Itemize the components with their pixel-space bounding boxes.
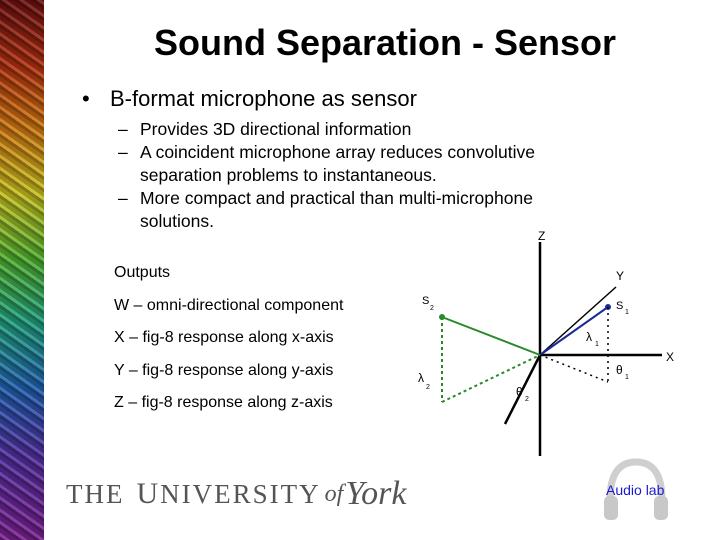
output-item-x: X – fig-8 response along x-axis xyxy=(114,329,334,346)
s1-vector xyxy=(539,306,609,356)
sub-bullet: –Provides 3D directional information xyxy=(118,118,608,141)
logo-niversity: NIVERSITY xyxy=(160,479,321,509)
output-item-y: Y – fig-8 response along y-axis xyxy=(114,361,334,379)
headphones-icon xyxy=(604,458,668,520)
logo-of: of xyxy=(324,480,344,507)
x-axis-negative xyxy=(503,354,542,425)
sub-bullet: –More compact and practical than multi-m… xyxy=(118,187,608,233)
label-theta2: θ xyxy=(516,385,523,399)
sub-bullet-list: –Provides 3D directional information –A … xyxy=(118,118,608,233)
main-bullet: • B-format microphone as sensor xyxy=(82,86,417,112)
decorative-color-strip xyxy=(0,0,44,540)
theta2-line xyxy=(441,354,541,403)
label-z: Z xyxy=(538,229,545,243)
sub-bullet-text: More compact and practical than multi-mi… xyxy=(140,188,533,231)
university-of-york-logo: THE UNIVERSITY of York xyxy=(66,470,406,518)
logo-u: U xyxy=(136,477,161,510)
label-lambda2: λ xyxy=(418,371,424,385)
label-s2-sub: 2 xyxy=(430,305,434,312)
audio-lab-label: Audio lab xyxy=(606,482,665,498)
sub-bullet-text: Provides 3D directional information xyxy=(140,119,412,139)
bullet-symbol: • xyxy=(82,86,90,111)
theta1-line xyxy=(539,354,609,383)
label-lambda1-sub: 1 xyxy=(595,341,599,348)
label-lambda2-sub: 2 xyxy=(426,384,430,391)
b-format-diagram: Z Y X S 1 S 2 λ 1 λ 2 θ 1 θ 2 xyxy=(418,229,674,456)
sub-bullet: –A coincident microphone array reduces c… xyxy=(118,141,608,187)
outputs-heading: Outputs xyxy=(114,264,171,281)
label-theta1: θ xyxy=(616,363,623,377)
dash-symbol: – xyxy=(118,142,128,162)
sub-bullet-text: A coincident microphone array reduces co… xyxy=(140,142,535,185)
label-theta1-sub: 1 xyxy=(625,374,629,381)
label-s1-sub: 1 xyxy=(625,309,629,316)
logo-university: UNIVERSITY xyxy=(136,477,320,511)
label-lambda1: λ xyxy=(586,330,592,344)
main-bullet-text: B-format microphone as sensor xyxy=(110,86,417,111)
output-item-z: Z – fig-8 response along z-axis xyxy=(114,394,333,411)
label-x: X xyxy=(666,350,674,364)
label-theta2-sub: 2 xyxy=(525,396,529,403)
slide-title: Sound Separation - Sensor xyxy=(153,22,617,63)
label-s2: S xyxy=(422,295,429,307)
s2-vector xyxy=(441,316,541,356)
logo-the: THE xyxy=(66,478,125,509)
label-s1: S xyxy=(616,300,623,312)
outputs-list: Outputs W – omni-directional component X… xyxy=(114,264,343,427)
y-axis xyxy=(539,286,617,356)
output-item-w: W – omni-directional component xyxy=(114,296,344,314)
dash-symbol: – xyxy=(118,119,128,139)
dash-symbol: – xyxy=(118,188,128,208)
label-y: Y xyxy=(616,269,624,283)
logo-york: York xyxy=(345,475,407,512)
